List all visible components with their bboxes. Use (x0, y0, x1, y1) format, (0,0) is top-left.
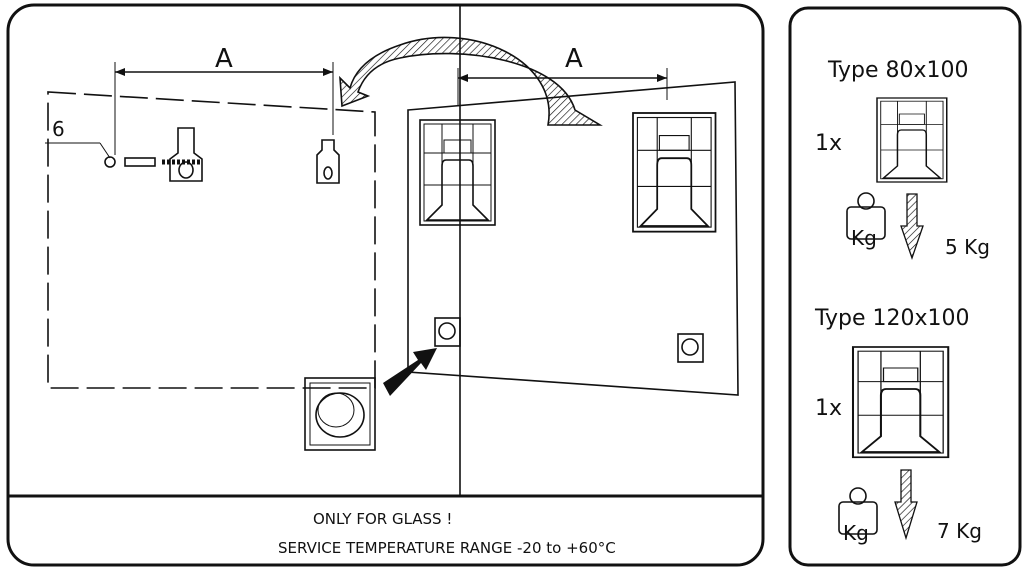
dimension-label: A (565, 44, 583, 74)
bracket-120x100-icon (851, 345, 950, 459)
type-120x100: Type 120x100 1x Kg 7 Kg (814, 306, 982, 545)
screw-assembly: 6 (45, 117, 340, 184)
type-title: Type 120x100 (814, 306, 970, 331)
dimension-label: A (215, 44, 233, 74)
load-arrow-icon (900, 193, 924, 260)
bumper-left-icon (434, 317, 461, 347)
load-arrow-icon (894, 469, 918, 541)
dimension-a-right: A (457, 44, 668, 105)
bumper-detail-icon (304, 377, 376, 451)
bracket-right-icon (632, 112, 717, 233)
max-load: 5 Kg (945, 235, 990, 259)
rotate-arrow-icon (339, 36, 603, 126)
hanger-clip-right (316, 139, 340, 184)
side-panel-border (788, 6, 1022, 567)
side-panel: Type 80x100 1x Kg 5 Kg Type 120x100 1x K… (788, 6, 1022, 567)
weight-icon-label: Kg (851, 226, 877, 250)
quantity-label: 1x (815, 131, 842, 156)
glass-panel-back (407, 81, 739, 396)
dimension-a-left: A (114, 44, 334, 155)
bracket-left-icon (419, 119, 496, 226)
temperature-range-note: SERVICE TEMPERATURE RANGE -20 to +60°C (278, 539, 616, 557)
type-80x100: Type 80x100 1x Kg 5 Kg (815, 58, 990, 260)
quantity-label: 1x (815, 396, 842, 421)
weight-icon-label: Kg (843, 521, 869, 545)
bracket-80x100-icon (876, 97, 948, 183)
glass-only-note: ONLY FOR GLASS ! (313, 510, 452, 528)
glass-outline (47, 91, 376, 389)
max-load: 7 Kg (937, 519, 982, 543)
bumper-right-icon (677, 333, 704, 363)
type-title: Type 80x100 (827, 58, 969, 83)
part-number-label: 6 (52, 117, 65, 141)
main-panel: A 6 A (6, 3, 765, 567)
insert-arrow-icon (383, 348, 437, 396)
hanger-clip (169, 127, 203, 182)
main-panel-border (6, 3, 765, 567)
